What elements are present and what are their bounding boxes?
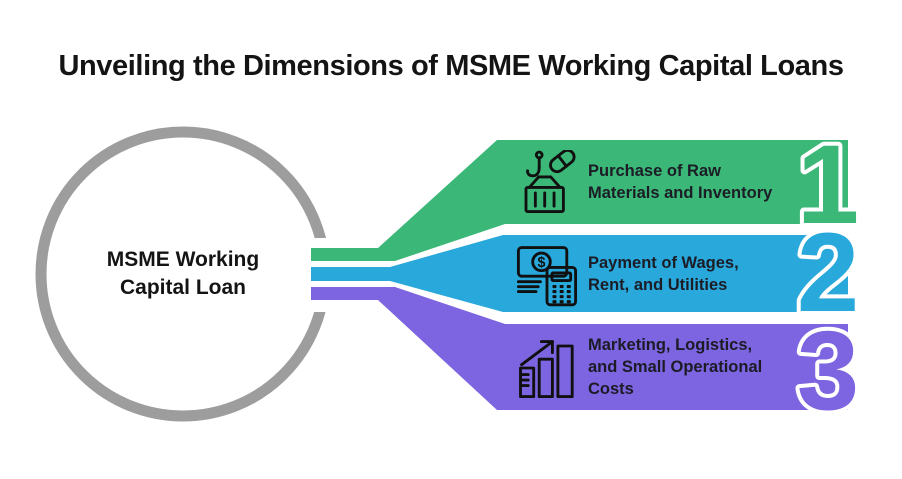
band-3-label: Marketing, Logistics, and Small Operatio… xyxy=(588,324,808,410)
band-2-label: Payment of Wages, Rent, and Utilities xyxy=(588,235,800,312)
growth-chart-icon xyxy=(517,335,579,401)
band-1-line1: Purchase of Raw xyxy=(588,162,721,180)
funnel-band-1 xyxy=(311,140,848,261)
big-number-3: 3 xyxy=(797,308,859,433)
calculator-keys xyxy=(552,285,571,304)
crane-load-icon xyxy=(517,148,579,216)
center-label: MSME Working Capital Loan xyxy=(63,246,303,302)
cash-calculator-icon: $ xyxy=(516,241,578,307)
band-1-line2: Materials and Inventory xyxy=(588,184,773,202)
band-3-line1: Marketing, Logistics, xyxy=(588,336,753,354)
band-3-line3: Costs xyxy=(588,380,634,398)
band-1-label: Purchase of Raw Materials and Inventory xyxy=(588,140,800,224)
band-2-line1: Payment of Wages, xyxy=(588,253,739,272)
dollar-sign: $ xyxy=(538,255,546,271)
center-label-line1: MSME Working xyxy=(106,248,260,271)
band-3-line2: and Small Operational xyxy=(588,358,763,376)
page-title: Unveiling the Dimensions of MSME Working… xyxy=(58,50,844,82)
big-number-2: 2 xyxy=(797,210,859,335)
funnel-band-2 xyxy=(311,235,848,312)
big-number-1: 1 xyxy=(797,122,859,247)
band-2-line2: Rent, and Utilities xyxy=(588,275,728,294)
center-label-line2: Capital Loan xyxy=(119,276,246,299)
funnel-band-3 xyxy=(311,287,848,410)
